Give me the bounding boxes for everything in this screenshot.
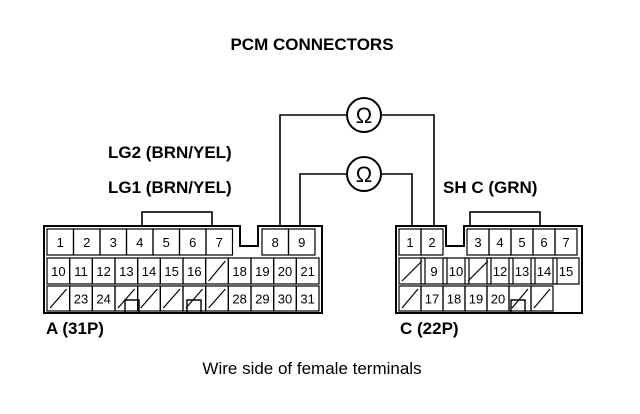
pin-number: 3 bbox=[474, 235, 481, 250]
pin-number: 6 bbox=[540, 235, 547, 250]
connector-c-label: C (22P) bbox=[400, 319, 459, 338]
pin-number: 7 bbox=[562, 235, 569, 250]
empty-cavity-slash bbox=[49, 288, 68, 309]
pin-number: 15 bbox=[559, 264, 573, 279]
pin-number: 5 bbox=[163, 235, 170, 250]
empty-cavity-slash bbox=[208, 260, 226, 282]
connector-c-row2-cell bbox=[552, 257, 580, 285]
pin-number: 16 bbox=[187, 264, 201, 279]
empty-cavity-slash bbox=[401, 260, 423, 282]
pin-number: 20 bbox=[491, 292, 505, 307]
connector-c-row2-cell bbox=[530, 257, 558, 285]
lg1-label: LG1 (BRN/YEL) bbox=[108, 178, 232, 197]
connector-c-row2-cell bbox=[442, 257, 470, 285]
empty-cavity-slash bbox=[467, 260, 489, 282]
connector-c-row3-cell bbox=[530, 285, 554, 312]
test-leads bbox=[279, 114, 435, 226]
connector-a-notch bbox=[124, 299, 140, 313]
pin-number: 12 bbox=[96, 264, 110, 279]
pin-number: 4 bbox=[496, 235, 503, 250]
pin-number: 24 bbox=[96, 292, 110, 307]
lead-top-left bbox=[279, 114, 347, 226]
pin-number: 6 bbox=[189, 235, 196, 250]
ohm-symbol-top: Ω bbox=[356, 103, 372, 128]
pin-number: 5 bbox=[518, 235, 525, 250]
connector-a-row2-cell bbox=[295, 257, 320, 285]
empty-cavity-slash bbox=[185, 288, 204, 309]
connector-c-row1-cell bbox=[554, 228, 578, 256]
pin-number: 11 bbox=[74, 264, 88, 279]
lead-top-right bbox=[381, 114, 435, 226]
lg2-label: LG2 (BRN/YEL) bbox=[108, 143, 232, 162]
connector-a-row3-cell bbox=[295, 285, 320, 312]
pin-number: 23 bbox=[74, 292, 88, 307]
pin-number: 18 bbox=[447, 292, 461, 307]
pin-number: 13 bbox=[515, 264, 529, 279]
empty-cavity-slash bbox=[117, 288, 136, 309]
connector-c-row2-cell bbox=[464, 257, 492, 285]
diagram-title: PCM CONNECTORS bbox=[230, 35, 393, 54]
connector-c-row2-cell bbox=[508, 257, 536, 285]
pin-number: 3 bbox=[110, 235, 117, 250]
diagram-caption: Wire side of female terminals bbox=[202, 359, 421, 378]
empty-cavity-slash bbox=[401, 288, 419, 309]
pin-number: 1 bbox=[406, 235, 413, 250]
pin-number: 30 bbox=[278, 292, 292, 307]
pin-number: 13 bbox=[119, 264, 133, 279]
connector-a-row1-cell bbox=[205, 228, 234, 256]
connector-c-row1-cell bbox=[420, 228, 444, 256]
lead-bottom-left bbox=[299, 173, 347, 226]
pin-number: 4 bbox=[136, 235, 143, 250]
empty-cavity-slash bbox=[208, 288, 226, 309]
pin-number: 21 bbox=[300, 264, 314, 279]
pin-number: 8 bbox=[272, 235, 279, 250]
pin-number: 19 bbox=[469, 292, 483, 307]
pin-number: 2 bbox=[428, 235, 435, 250]
empty-cavity-slash bbox=[511, 288, 529, 309]
pin-number: 14 bbox=[537, 264, 551, 279]
pin-number: 12 bbox=[493, 264, 507, 279]
pin-number: 9 bbox=[298, 235, 305, 250]
pin-number: 28 bbox=[232, 292, 246, 307]
empty-cavity-slash bbox=[533, 288, 551, 309]
connector-c-notch bbox=[510, 299, 526, 313]
pin-number: 20 bbox=[278, 264, 292, 279]
connector-a-notch bbox=[186, 299, 202, 313]
shc-label: SH C (GRN) bbox=[443, 178, 537, 197]
pin-number: 9 bbox=[430, 264, 437, 279]
ohm-symbol-bottom: Ω bbox=[356, 162, 372, 187]
ohmmeter-bottom-icon: Ω bbox=[346, 156, 382, 192]
connector-a-row1-cell bbox=[287, 228, 316, 256]
pin-number: 17 bbox=[425, 292, 439, 307]
connector-a-label: A (31P) bbox=[46, 319, 104, 338]
lead-bottom-right bbox=[381, 173, 413, 226]
pin-number: 10 bbox=[449, 264, 463, 279]
pin-number: 1 bbox=[57, 235, 64, 250]
empty-cavity-slash bbox=[162, 288, 181, 309]
connector-c-row2-cell bbox=[486, 257, 514, 285]
pin-number: 29 bbox=[255, 292, 269, 307]
pin-number: 18 bbox=[232, 264, 246, 279]
pin-number: 7 bbox=[216, 235, 223, 250]
pin-number: 19 bbox=[255, 264, 269, 279]
connector-c-row2-cell bbox=[398, 257, 426, 285]
pin-number: 15 bbox=[164, 264, 178, 279]
pin-number: 2 bbox=[83, 235, 90, 250]
pin-number: 10 bbox=[51, 264, 65, 279]
pin-number: 14 bbox=[142, 264, 156, 279]
pin-number: 31 bbox=[300, 292, 314, 307]
ohmmeter-top-icon: Ω bbox=[346, 97, 382, 133]
connector-c-row2-cell bbox=[420, 257, 448, 285]
empty-cavity-slash bbox=[140, 288, 158, 309]
